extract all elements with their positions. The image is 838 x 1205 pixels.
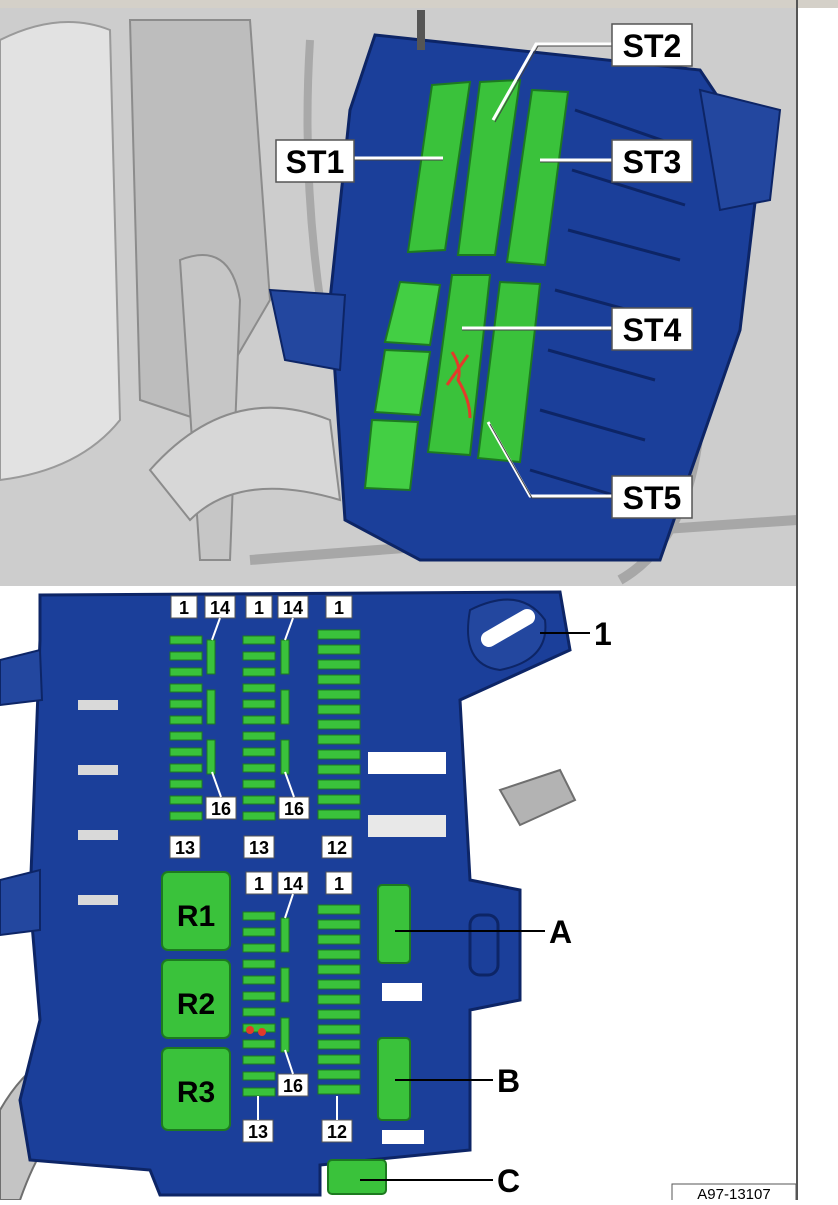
- recess-2: [368, 815, 446, 837]
- fuse-strip-st3: [505, 88, 570, 267]
- pin-label: 13: [248, 1122, 268, 1142]
- pin-label: 1: [254, 874, 264, 894]
- interior-panel: [0, 21, 122, 482]
- lower-pin-labels: 1 14 1 16 13 12: [242, 871, 353, 1143]
- pin-label: 14: [283, 874, 303, 894]
- fuse-block-small-3: [363, 418, 420, 492]
- figure-id-box: A97-13107: [671, 1183, 797, 1205]
- pin-label: 13: [175, 838, 195, 858]
- pin-label: 1: [179, 598, 189, 618]
- pin-label: 12: [327, 1122, 347, 1142]
- side-slot-3: [78, 830, 118, 840]
- top-photo: ST1 ST2 ST3 ST4 ST5: [0, 0, 838, 586]
- callout-st4-label: ST4: [623, 312, 682, 348]
- callout-st5: ST5: [611, 475, 693, 519]
- top-stud: [417, 10, 425, 50]
- right-loop: [468, 913, 500, 977]
- module-a: [377, 884, 411, 964]
- fuse-block-small-1: [383, 280, 442, 347]
- red-dot-2: [258, 1028, 266, 1036]
- pin-label: 13: [249, 838, 269, 858]
- housing-left-tab: [0, 648, 44, 707]
- pin-label: 1: [334, 874, 344, 894]
- top-edge: [0, 0, 838, 8]
- module-c: [327, 1159, 387, 1195]
- callout-st5-label: ST5: [623, 480, 682, 516]
- side-label-a: A: [549, 914, 572, 950]
- callout-st2: ST2: [611, 23, 693, 67]
- side-slot-2: [78, 765, 118, 775]
- pin-label: 1: [254, 598, 264, 618]
- pin-label: 16: [283, 1076, 303, 1096]
- mounting-slot: [480, 609, 536, 647]
- upper-fuse-rows: [169, 629, 361, 821]
- callout-st3: ST3: [611, 139, 693, 183]
- red-mark: [450, 351, 472, 419]
- side-slot-4: [78, 895, 118, 905]
- pin-pointers: [211, 617, 338, 1120]
- callout-st4: ST4: [611, 307, 693, 351]
- callout-leaders: [352, 42, 612, 498]
- bottom-leaders: [360, 632, 590, 1181]
- fuse-column-1: [169, 635, 216, 821]
- pin-label: 14: [210, 598, 230, 618]
- recess-1: [368, 752, 446, 774]
- item-label-1: 1: [594, 616, 612, 652]
- side-slot-1: [78, 700, 118, 710]
- callout-leaders-shadow: [352, 45, 612, 499]
- pin-label: 1: [334, 598, 344, 618]
- side-label-c: C: [497, 1163, 520, 1199]
- red-mark-cross: [445, 354, 470, 386]
- pin-label: 14: [283, 598, 303, 618]
- relay-r1: R1: [161, 871, 231, 951]
- side-label-b: B: [497, 1063, 520, 1099]
- relay-r2-label: R2: [177, 988, 215, 1021]
- upper-pin-labels: 1 14 1 14 1 16 16 13 13 12: [169, 595, 353, 859]
- figure-id: A97-13107: [697, 1186, 770, 1200]
- callout-st1: ST1: [275, 139, 355, 183]
- pin-label: 16: [211, 799, 231, 819]
- relay-r3: R3: [161, 1047, 231, 1131]
- bottom-drawing: R1 R2 R3 1 A B C 1 14 1 14: [0, 0, 798, 1205]
- housing-left-tab-2: [0, 868, 41, 937]
- gray-connector: [498, 768, 577, 827]
- fuse-column-3: [317, 629, 361, 820]
- fuse-block-small-2: [373, 348, 432, 417]
- recess-4: [382, 1130, 424, 1144]
- relay-r3-label: R3: [177, 1076, 215, 1109]
- fuse-column-2: [242, 635, 290, 821]
- callout-st3-label: ST3: [623, 144, 682, 180]
- pin-label: 12: [327, 838, 347, 858]
- callout-st2-label: ST2: [623, 28, 682, 64]
- relay-r1-label: R1: [177, 900, 215, 933]
- red-dot-1: [246, 1026, 254, 1034]
- relay-r2: R2: [161, 959, 231, 1039]
- housing-tab-right: [698, 88, 782, 212]
- housing-tab-left: [268, 288, 347, 372]
- support-arm: [148, 406, 342, 522]
- recess-3: [382, 983, 422, 1001]
- fuse-strip-st1: [406, 80, 472, 254]
- callout-st1-label: ST1: [286, 144, 345, 180]
- pin-label: 16: [284, 799, 304, 819]
- fuse-strip-st2: [456, 78, 522, 256]
